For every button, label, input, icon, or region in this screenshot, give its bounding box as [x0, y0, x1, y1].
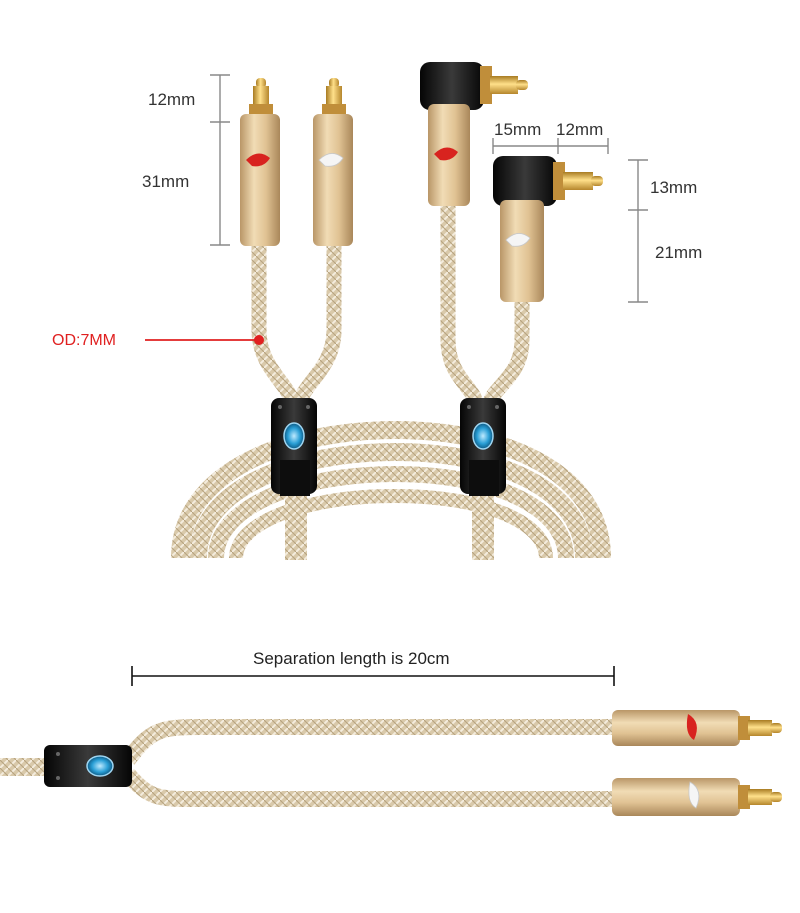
- cable-coil: [171, 420, 611, 559]
- separation-length-label: Separation length is 20cm: [253, 649, 450, 668]
- plug-tip-length-label: 12mm: [148, 90, 196, 109]
- bottom-cable: [0, 719, 612, 808]
- angled-offset-a-label: 15mm: [494, 120, 542, 139]
- angled-tip-length-label: 13mm: [650, 178, 698, 197]
- outer-diameter-label: OD:7MM: [52, 332, 116, 349]
- angled-body-length-label: 21mm: [655, 243, 703, 262]
- angled-rca-plug-bottom: [493, 156, 603, 302]
- angled-rca-plug-top: [420, 62, 528, 206]
- angled-offset-b-label: 12mm: [556, 120, 604, 139]
- splitter-right: [460, 398, 506, 496]
- splitter-left: [271, 398, 317, 496]
- od-callout: [145, 335, 264, 345]
- plug-body-length-label: 31mm: [142, 172, 190, 191]
- bottom-splitter: [44, 745, 132, 787]
- straight-rca-plug-left: [240, 78, 280, 246]
- bottom-rca-plug-top: [612, 710, 782, 746]
- bottom-rca-plug-bottom: [612, 778, 782, 816]
- dimension-lines-top: [210, 74, 648, 303]
- separation-dimension: [131, 666, 615, 686]
- straight-rca-plug-right: [313, 78, 353, 246]
